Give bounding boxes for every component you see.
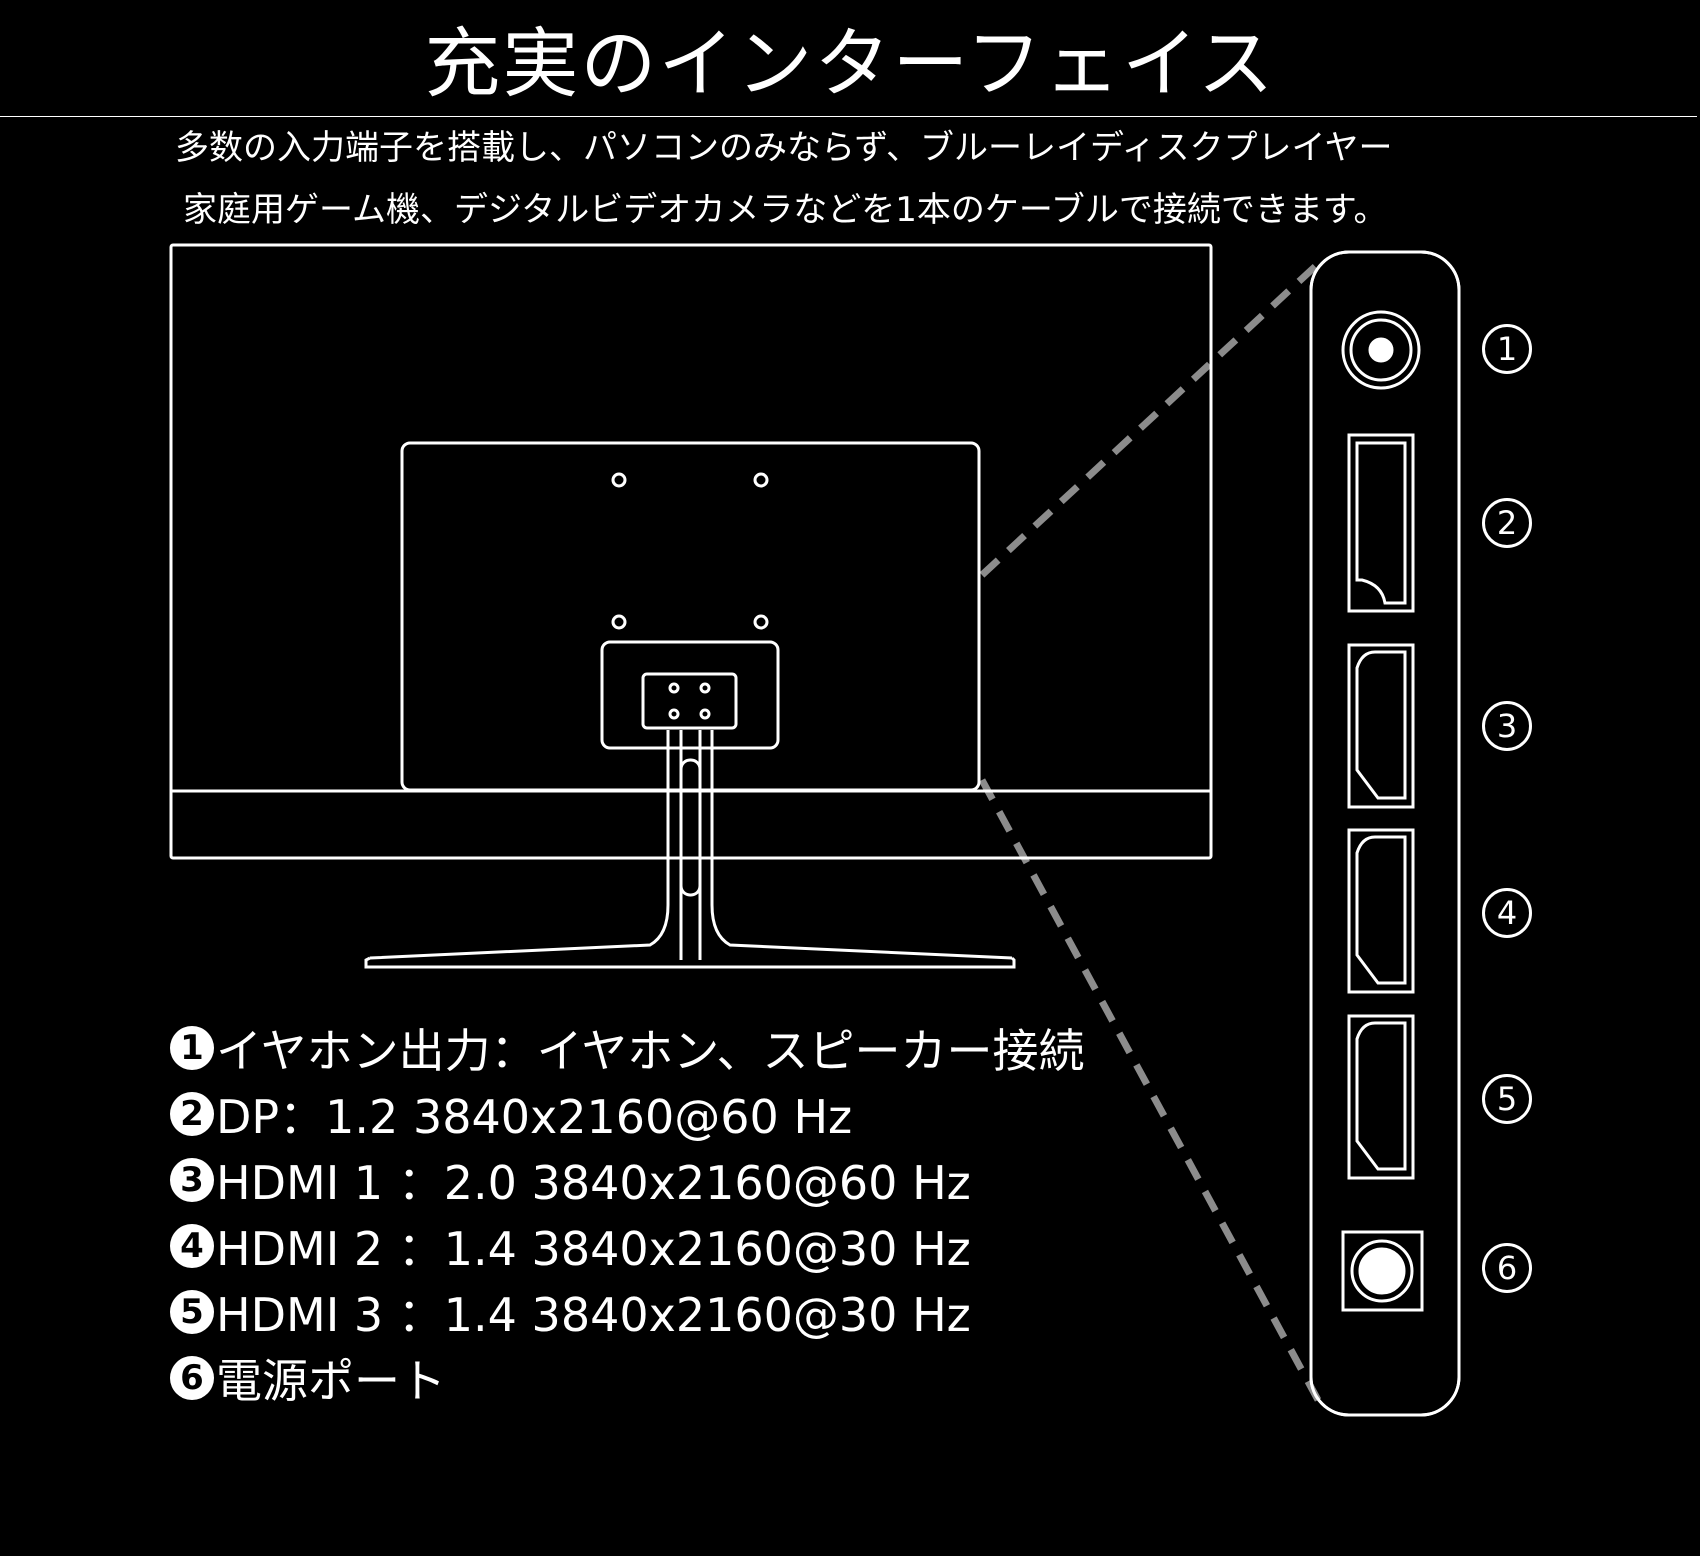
- monitor-back-outline: [169, 243, 1213, 860]
- port-number-4: 4: [1482, 888, 1532, 938]
- spec-number-badge: 5: [170, 1290, 214, 1334]
- displayport-icon: [1347, 433, 1415, 613]
- spec-item-hdmi-3: 5 HDMI 3 ：1.4 3840x2160@30 Hz: [170, 1279, 1084, 1345]
- spec-item-power: 6 電源ポート: [170, 1345, 1084, 1411]
- screw-icon: [699, 682, 711, 694]
- hdmi-icon: [1347, 828, 1415, 994]
- port-number-2: 2: [1482, 498, 1532, 548]
- stand-neck-right: [710, 730, 1013, 960]
- vesa-hole-icon: [611, 472, 627, 488]
- vesa-hole-icon: [753, 472, 769, 488]
- callout-line-bottom: [978, 778, 1322, 1402]
- port-number-6: 6: [1482, 1243, 1532, 1293]
- port-number-5: 5: [1482, 1074, 1532, 1124]
- spec-item-hdmi-1: 3 HDMI 1 ：2.0 3840x2160@60 Hz: [170, 1147, 1084, 1213]
- stand-mount-plate: [600, 640, 780, 750]
- title-divider: [0, 116, 1697, 117]
- spec-text: イヤホン出力：イヤホン、スピーカー接続: [216, 1024, 1085, 1078]
- spec-text: HDMI 2 ：1.4 3840x2160@30 Hz: [216, 1222, 971, 1276]
- callout-lines: [978, 259, 1323, 1402]
- hdmi-icon: [1347, 643, 1415, 809]
- stand-base: [364, 956, 1016, 969]
- spec-number-badge: 1: [170, 1026, 214, 1070]
- rear-panel: [400, 441, 981, 792]
- spec-text: 電源ポート: [216, 1354, 446, 1408]
- port-number-3: 3: [1482, 701, 1532, 751]
- stand-neck-left: [369, 730, 670, 960]
- spec-item-earphone: 1 イヤホン出力：イヤホン、スピーカー接続: [170, 1015, 1084, 1081]
- screw-icon: [668, 682, 680, 694]
- spec-item-dp: 2 DP：1.2 3840x2160@60 Hz: [170, 1081, 1084, 1147]
- vesa-hole-icon: [753, 614, 769, 630]
- page-title: 充実のインターフェイス: [424, 19, 1276, 108]
- intro-line-1: 多数の入力端子を搭載し、パソコンのみならず、ブルーレイディスクプレイヤー: [175, 128, 1393, 168]
- spec-number-badge: 4: [170, 1224, 214, 1268]
- audio-jack-icon: [1341, 310, 1421, 390]
- spec-item-hdmi-2: 4 HDMI 2 ：1.4 3840x2160@30 Hz: [170, 1213, 1084, 1279]
- spec-text: DP：1.2 3840x2160@60 Hz: [216, 1090, 853, 1144]
- hdmi-icon: [1347, 1014, 1415, 1180]
- spec-text: HDMI 3 ：1.4 3840x2160@30 Hz: [216, 1288, 971, 1342]
- screw-icon: [668, 708, 680, 720]
- power-port-icon: [1341, 1230, 1424, 1312]
- spec-number-badge: 2: [170, 1092, 214, 1136]
- port-number-1: 1: [1482, 324, 1532, 374]
- callout-line-top: [979, 259, 1323, 578]
- screw-icon: [699, 708, 711, 720]
- stand-mount-bracket: [641, 672, 738, 730]
- spec-number-badge: 6: [170, 1356, 214, 1400]
- spec-text: HDMI 1 ：2.0 3840x2160@60 Hz: [216, 1156, 971, 1210]
- vesa-hole-icon: [611, 614, 627, 630]
- cable-channel: [679, 758, 702, 897]
- spec-number-badge: 3: [170, 1158, 214, 1202]
- spec-list: 1 イヤホン出力：イヤホン、スピーカー接続 2 DP：1.2 3840x2160…: [170, 1015, 1084, 1411]
- intro-line-2: 家庭用ゲーム機、デジタルビデオカメラなどを1本のケーブルで接続できます。: [183, 190, 1388, 230]
